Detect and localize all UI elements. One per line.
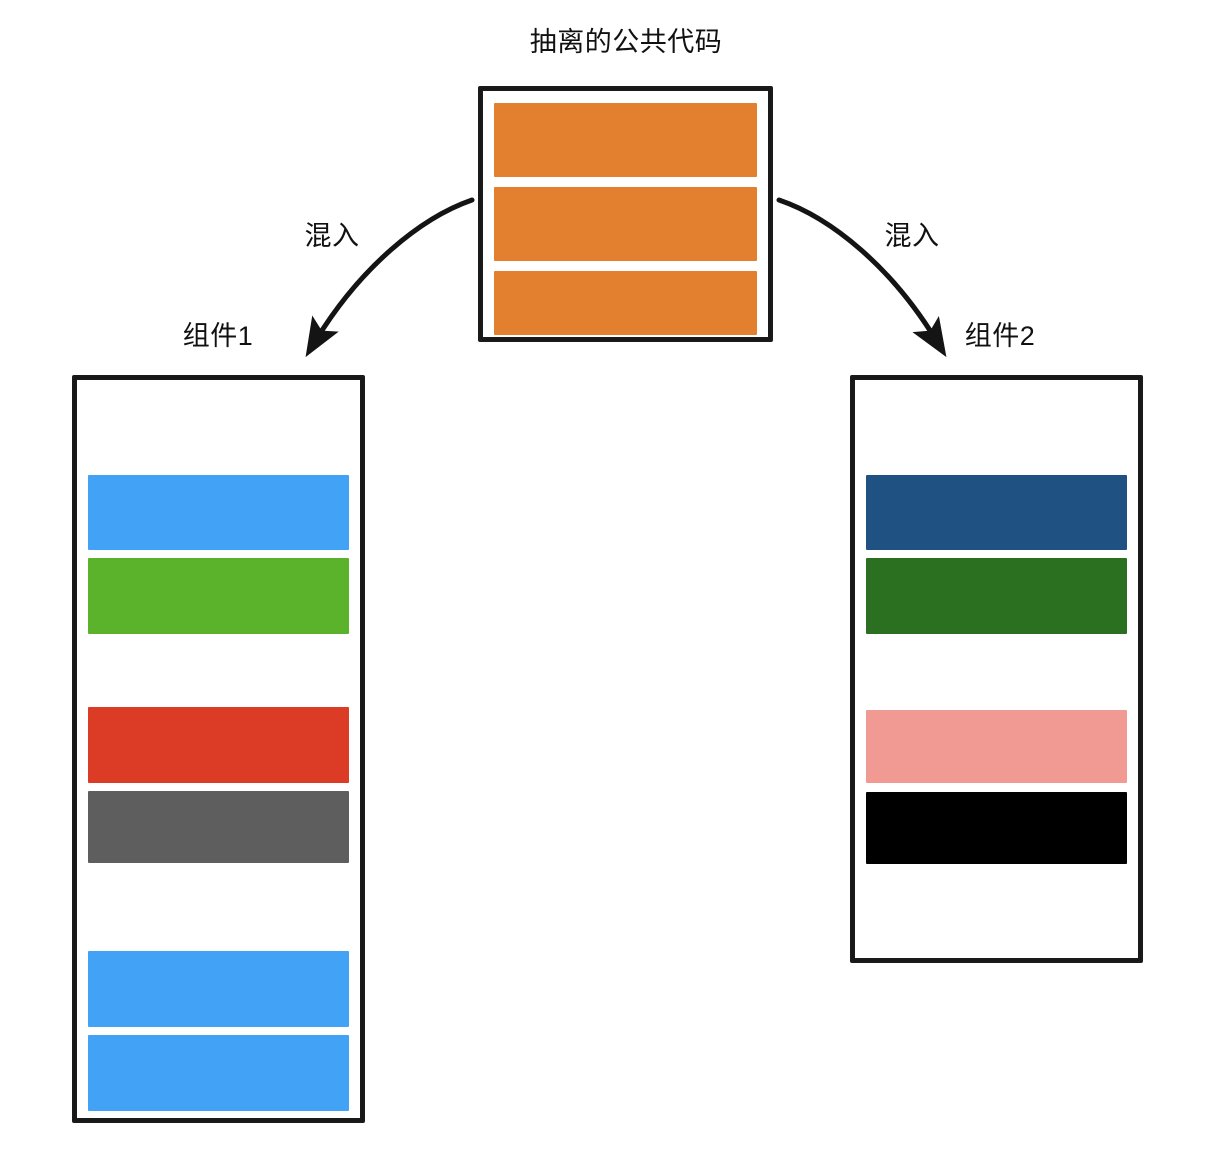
shared-code-bar-2 <box>494 187 757 261</box>
arrow-mixin-right-label: 混入 <box>884 221 940 251</box>
shared-code-box[interactable] <box>478 86 773 342</box>
component-1-bar-2 <box>88 558 349 634</box>
arrow-mixin-left-label: 混入 <box>304 221 360 251</box>
component-2-bar-4 <box>866 792 1127 864</box>
component-1-bar-4 <box>88 791 349 863</box>
component-2-box[interactable] <box>850 375 1143 963</box>
component-1-box[interactable] <box>72 375 365 1123</box>
component-2-bar-2 <box>866 558 1127 634</box>
component-1-title: 组件1 <box>182 321 254 351</box>
component-1-bar-6 <box>88 1035 349 1111</box>
shared-code-title: 抽离的公共代码 <box>529 27 723 57</box>
shared-code-bar-3 <box>494 271 757 335</box>
component-2-title: 组件2 <box>964 321 1036 351</box>
component-2-bar-1 <box>866 475 1127 550</box>
component-2-bar-3 <box>866 710 1127 783</box>
component-1-bar-5 <box>88 951 349 1027</box>
component-1-bar-3 <box>88 707 349 783</box>
component-1-bar-1 <box>88 475 349 550</box>
shared-code-bar-1 <box>494 103 757 177</box>
